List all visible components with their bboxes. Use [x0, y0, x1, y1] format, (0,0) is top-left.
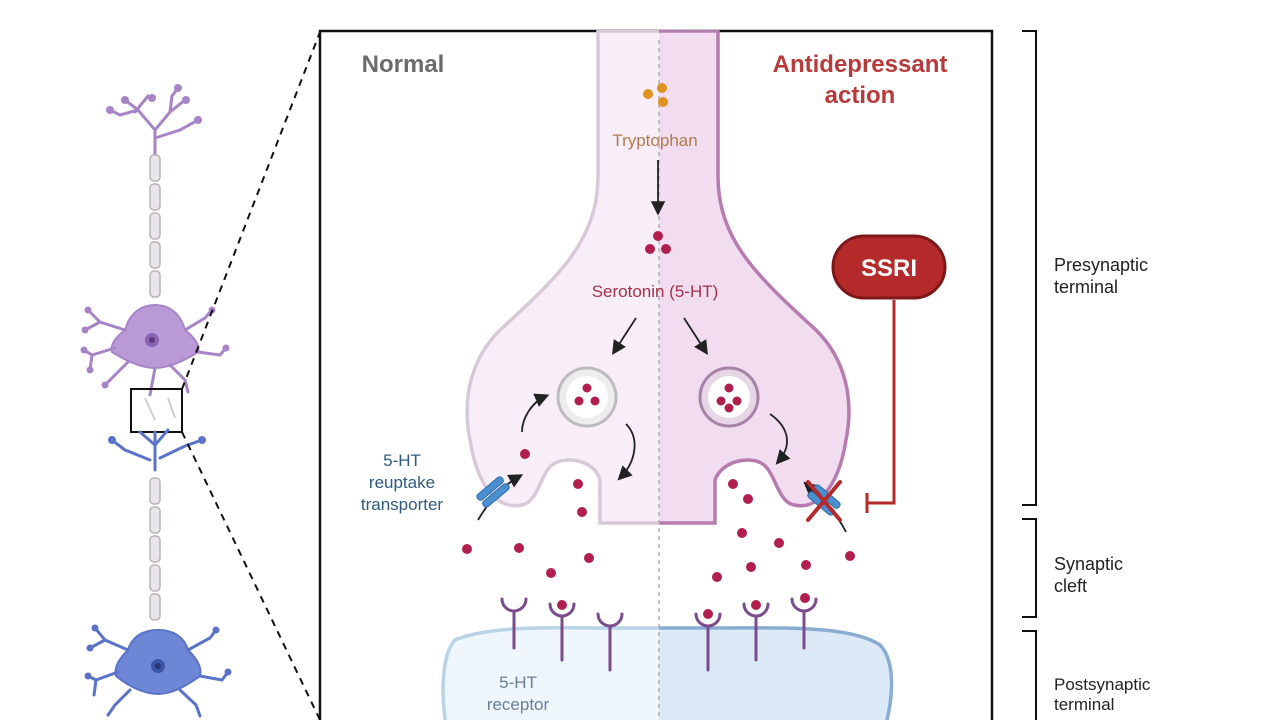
serotonin-cluster [645, 231, 671, 254]
block-x-icon [806, 480, 842, 522]
tryptophan-label: Tryptophan [612, 131, 697, 150]
transporter-label-1: 5-HT [383, 451, 421, 470]
receptor-label-1: 5-HT [499, 673, 537, 692]
reuptake-transporter-normal [476, 476, 510, 508]
postsynaptic-label-line1: Postsynaptic [1054, 675, 1151, 694]
ssri-label: SSRI [861, 255, 917, 282]
upper-neuron [80, 84, 230, 397]
lower-neuron [84, 428, 232, 718]
cleft-serotonin [462, 449, 855, 603]
vesicle-normal [556, 366, 618, 428]
postsynaptic-antidep [659, 626, 894, 720]
arrow-release-left [617, 423, 636, 481]
arrow-release-right [769, 413, 791, 465]
postsynaptic-normal [441, 626, 659, 720]
arrow-to-vesicle-right [683, 317, 708, 356]
cleft-label-line2: cleft [1054, 576, 1088, 596]
antidep-title-line1: Antidepressant [773, 51, 948, 78]
receptors [500, 597, 818, 672]
antidep-title-line2: action [825, 82, 896, 109]
cleft-label-line1: Synaptic [1054, 554, 1124, 574]
postsynaptic-label-line2: terminal [1054, 695, 1115, 714]
arrow-reuptake-to-vesicle [521, 393, 550, 433]
ssri-inhibition-line [867, 300, 896, 505]
ssri-badge [831, 234, 947, 300]
postsynaptic-label: Postsynaptic terminal [1054, 675, 1150, 715]
presynaptic-label-line2: terminal [1054, 277, 1119, 297]
normal-title: Normal [362, 51, 445, 78]
receptor-label-2: receptor [487, 695, 550, 714]
zoom-box [130, 388, 183, 433]
presynaptic-label-line1: Presynaptic [1054, 255, 1149, 275]
transporter-label-3: transporter [361, 495, 444, 514]
region-brackets [1022, 30, 1037, 720]
vesicle-antidep [698, 366, 760, 428]
tryptophan-dots [643, 83, 668, 107]
cleft-label: Synaptic cleft [1054, 553, 1123, 597]
presynaptic-label: Presynaptic terminal [1054, 254, 1148, 298]
zoom-lines [181, 31, 321, 720]
transporter-label-2: reuptake [369, 473, 435, 492]
serotonin-label: Serotonin (5-HT) [592, 282, 719, 301]
arrow-to-vesicle-left [612, 317, 637, 356]
